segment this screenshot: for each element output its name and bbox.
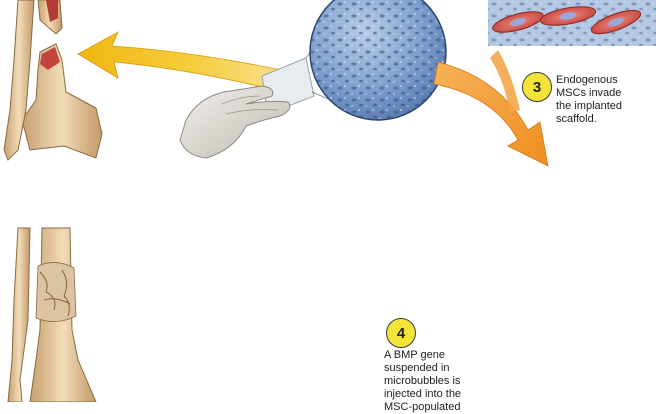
- step-4-caption-line: microbubbles is: [384, 375, 461, 388]
- msc-cells-top-right: [488, 0, 656, 46]
- step-4-caption-line: suspended in: [384, 362, 461, 375]
- step-3-caption-line: MSCs invade: [556, 87, 622, 100]
- fractured-bone-top: [4, 0, 102, 160]
- illustration: 3 Endogenous MSCs invade the implanted s…: [0, 0, 656, 402]
- step-4-caption: A BMP gene suspended in microbubbles is …: [384, 349, 461, 414]
- step-4-caption-line: MSC-populated: [384, 401, 461, 414]
- step-3-badge: 3: [522, 72, 552, 102]
- step-3-caption-line: Endogenous: [556, 74, 622, 87]
- step-3-caption-line: the implanted: [556, 100, 622, 113]
- step-3-caption-line: scaffold.: [556, 113, 622, 126]
- healing-bone-bottom: [8, 228, 96, 402]
- step-3-caption: Endogenous MSCs invade the implanted sca…: [556, 74, 622, 126]
- step-4-caption-line: injected into the: [384, 388, 461, 401]
- step-4-caption-line: A BMP gene: [384, 349, 461, 362]
- scaffold-magnified-top: [300, 0, 460, 130]
- step-4-badge: 4: [386, 318, 416, 348]
